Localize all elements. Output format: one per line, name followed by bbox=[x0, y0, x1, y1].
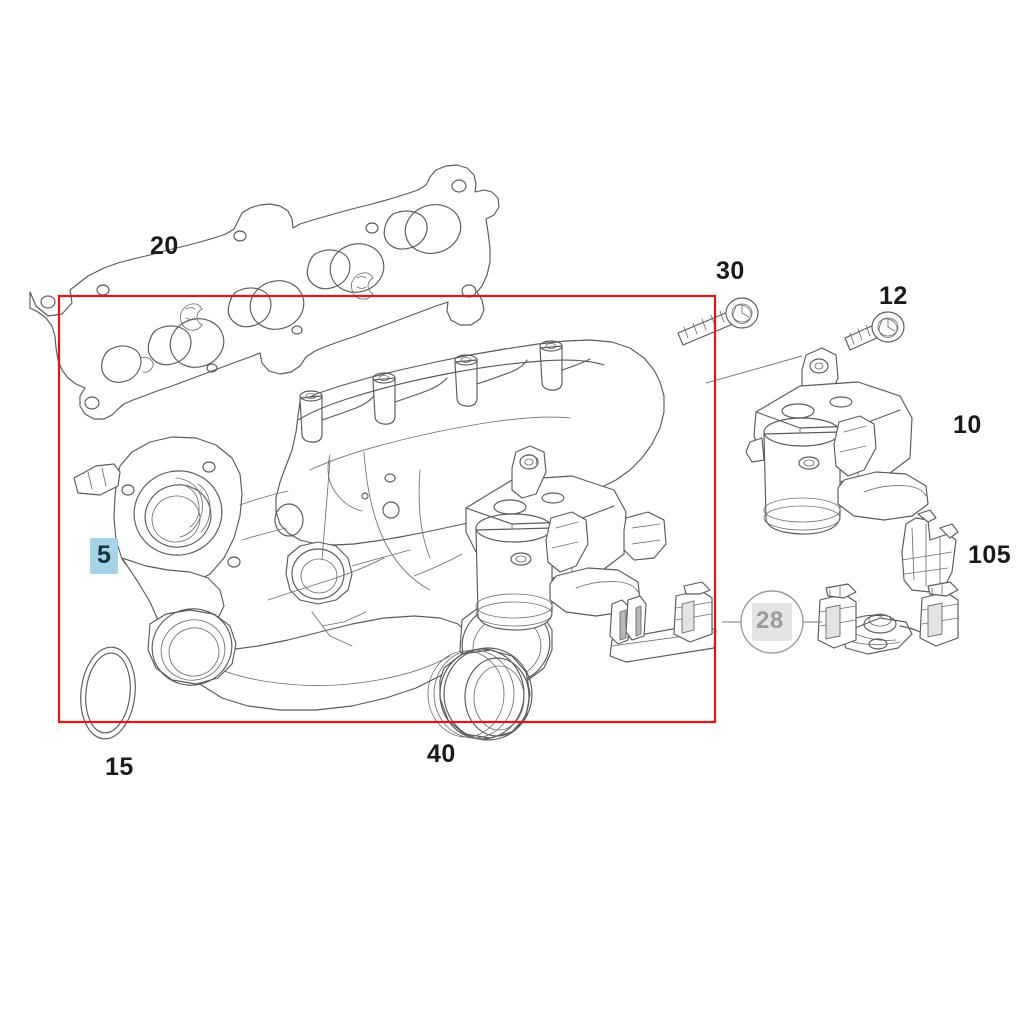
part-label-105[interactable]: 105 bbox=[968, 541, 1012, 569]
part-30-hex-flange-bolt-long bbox=[677, 297, 759, 346]
part-label-30[interactable]: 30 bbox=[716, 257, 745, 285]
callout-label-28[interactable]: 28 bbox=[756, 607, 784, 634]
leader-to-part-10 bbox=[705, 355, 803, 384]
leader-lines bbox=[705, 355, 822, 623]
callout-28-chip bbox=[752, 603, 792, 641]
selection-highlight-box bbox=[57, 294, 717, 724]
part-12-hex-flange-bolt-short bbox=[844, 311, 905, 351]
part-40-ribbed-sleeve bbox=[427, 647, 533, 741]
connector-clip-left bbox=[609, 581, 717, 663]
connector-assembly-right bbox=[817, 581, 959, 655]
part-15-o-ring-seal bbox=[80, 646, 136, 740]
part-label-10[interactable]: 10 bbox=[953, 411, 982, 439]
part-label-40[interactable]: 40 bbox=[427, 740, 456, 768]
part-label-12[interactable]: 12 bbox=[879, 282, 908, 310]
callout-28-group[interactable] bbox=[740, 590, 804, 654]
part-10-vacuum-actuator-unit bbox=[745, 347, 929, 535]
part-20-intake-manifold-gasket bbox=[29, 164, 500, 420]
part-label-5-selected[interactable]: 5 bbox=[90, 538, 119, 574]
mounted-vacuum-actuator bbox=[465, 445, 667, 631]
part-105-retaining-clip bbox=[901, 509, 959, 593]
part-label-20[interactable]: 20 bbox=[150, 232, 179, 260]
part-label-15[interactable]: 15 bbox=[105, 753, 134, 781]
